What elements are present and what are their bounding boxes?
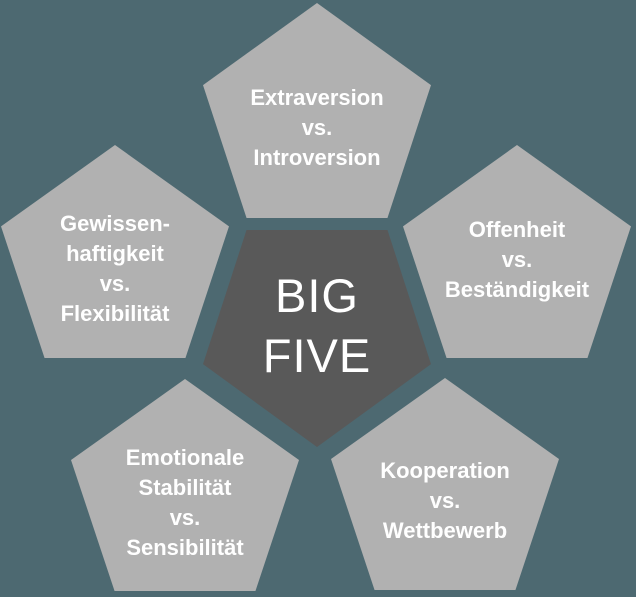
label-line: vs. [169,505,201,530]
pentagon-emotionale-stabilitaet-label: Emotionale Stabilität vs. Sensibilität [126,443,245,563]
label-line: vs. [501,246,533,272]
pentagon-emotionale-stabilitaet: Emotionale Stabilität vs. Sensibilität [71,379,299,591]
label-line: Introversion [253,144,381,170]
label-line: Extraversion [250,84,384,110]
label-line: Emotionale [125,445,245,470]
pentagon-gewissenhaftigkeit: Gewissen- haftigkeit vs. Flexibilität [1,145,229,358]
pentagon-offenheit: Offenheit vs. Beständigkeit [403,145,631,358]
label-line: vs. [99,270,131,296]
label-line: Sensibilität [126,535,244,560]
label-line: Gewissen- [59,210,171,236]
title-line: BIG [275,268,359,322]
pentagon-kooperation-label: Kooperation vs. Wettbewerb [380,456,510,546]
label-line: Beständigkeit [444,276,590,302]
title-line: FIVE [262,328,372,382]
label-line: vs. [429,488,461,513]
pentagon-extraversion: Extraversion vs. Introversion [203,3,431,218]
label-line: Kooperation [380,458,510,483]
pentagon-extraversion-label: Extraversion vs. Introversion [250,83,383,173]
label-line: Wettbewerb [382,518,508,543]
label-line: Flexibilität [60,300,170,326]
label-line: Offenheit [468,216,566,242]
label-line: Stabilität [138,475,232,500]
pentagon-gewissenhaftigkeit-label: Gewissen- haftigkeit vs. Flexibilität [60,209,170,329]
label-line: haftigkeit [66,240,164,266]
pentagon-offenheit-label: Offenheit vs. Beständigkeit [445,215,589,305]
label-line: vs. [301,114,333,140]
big-five-title: BIG FIVE [263,266,371,386]
